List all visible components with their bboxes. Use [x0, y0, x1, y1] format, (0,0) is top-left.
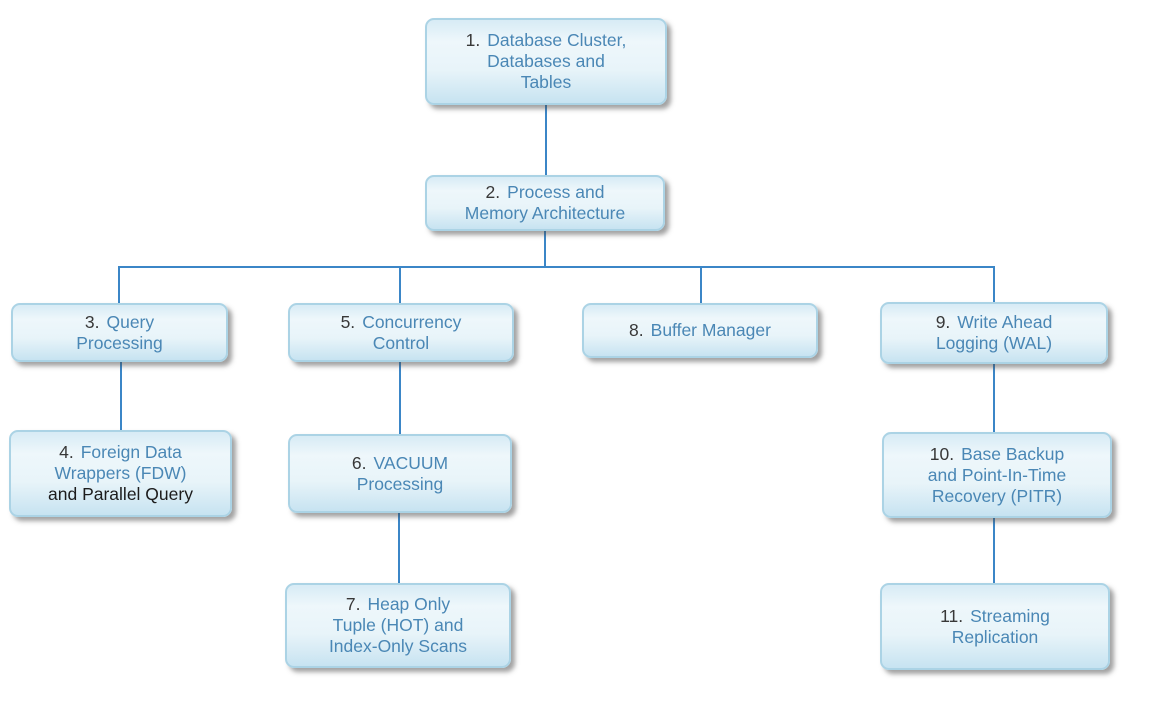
chapter-title-line: 2.Process and	[485, 182, 605, 202]
chapter-number: 1.	[465, 30, 481, 50]
chapter-title-line: Processing	[76, 332, 163, 353]
chapter-node-vacuum-processing[interactable]: 6.VACUUM Processing	[288, 434, 512, 513]
chapter-title-line: Databases and	[487, 51, 605, 71]
chapter-title-line: 6.VACUUM	[351, 452, 449, 473]
chapter-node-process-memory[interactable]: 2.Process and Memory Architecture	[425, 175, 665, 231]
chapter-title-line: 10.Base Backup	[929, 443, 1065, 464]
chapter-number: 3.	[84, 311, 100, 332]
chapter-number: 11.	[940, 605, 964, 626]
chapter-number: 7.	[345, 594, 361, 614]
chapter-title-line: and Point-In-Time	[927, 464, 1067, 485]
chapter-number: 9.	[935, 312, 951, 332]
chapter-title-line: Replication	[951, 626, 1039, 647]
chapter-node-hot-index-only-scans[interactable]: 7.Heap Only Tuple (HOT) and Index-Only S…	[285, 583, 511, 668]
chapter-title-line: 9.Write Ahead	[935, 312, 1053, 332]
chapter-node-concurrency-control[interactable]: 5.Concurrency Control	[288, 303, 514, 362]
chapter-title-line: 8.Buffer Manager	[629, 320, 771, 340]
chapter-title-line: 5.Concurrency	[340, 311, 462, 332]
chapter-title-line: 4.Foreign Data	[59, 442, 182, 462]
chapter-number: 8.	[629, 320, 644, 340]
chapter-node-fdw-parallel-query[interactable]: 4.Foreign Data Wrappers (FDW) and Parall…	[9, 430, 232, 517]
chapter-title-line: Tables	[520, 72, 572, 92]
chapter-node-database-cluster[interactable]: 1.Database Cluster, Databases and Tables	[425, 18, 667, 105]
chapter-number: 2.	[485, 182, 501, 202]
chapter-title-line: 7.Heap Only	[345, 594, 451, 614]
chapter-number: 10.	[929, 443, 955, 464]
chapter-node-base-backup-pitr[interactable]: 10.Base Backup and Point-In-Time Recover…	[882, 432, 1112, 518]
chapter-title-line: Tuple (HOT) and	[332, 615, 464, 635]
chapter-number: 6.	[351, 452, 367, 473]
chapter-title-line: 1.Database Cluster,	[465, 30, 627, 50]
chapter-title-line: Processing	[356, 473, 444, 494]
chapter-node-query-processing[interactable]: 3.Query Processing	[11, 303, 228, 362]
chapter-number: 4.	[59, 442, 74, 462]
chapter-node-buffer-manager[interactable]: 8.Buffer Manager	[582, 303, 818, 358]
chapter-title-line: Index-Only Scans	[328, 636, 468, 656]
chapter-title-line: Recovery (PITR)	[931, 485, 1063, 506]
chapter-title-line: Wrappers (FDW)	[54, 463, 187, 483]
chapter-title-line: and Parallel Query	[48, 484, 193, 504]
chapter-node-streaming-replication[interactable]: 11.Streaming Replication	[880, 583, 1110, 670]
chapter-title-line: Control	[372, 332, 430, 353]
chapter-node-wal[interactable]: 9.Write Ahead Logging (WAL)	[880, 302, 1108, 364]
chapter-number: 5.	[340, 311, 356, 332]
chapter-title-line: 11.Streaming	[940, 605, 1050, 626]
chapter-title-line: 3.Query	[84, 311, 155, 332]
chapter-title-line: Logging (WAL)	[935, 333, 1053, 353]
chapter-title-line: Memory Architecture	[464, 203, 626, 223]
